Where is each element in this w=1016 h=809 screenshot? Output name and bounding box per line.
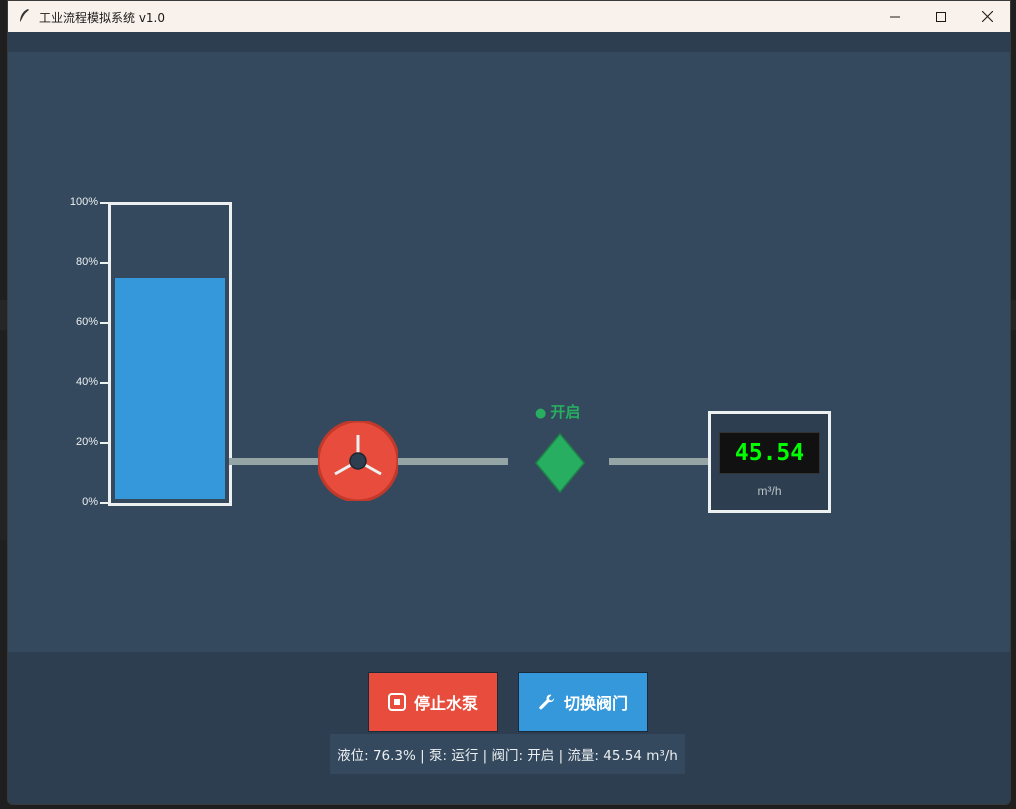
process-canvas: 100% 80% 60% 40% 20% 0% ●开启 (8, 52, 1010, 652)
valve-status-label: ●开启 (535, 401, 580, 422)
tank-tick (100, 202, 108, 204)
tank-level-fill (115, 277, 225, 499)
flow-meter: 45.54 m³/h (708, 411, 831, 513)
water-tank (108, 202, 232, 506)
maximize-icon (936, 11, 946, 22)
tank-tick (100, 442, 108, 444)
close-icon (981, 11, 993, 22)
control-panel: 停止水泵 切换阀门 液位: 76.3% | 泵: 运行 | 阀门: 开启 | 流… (8, 652, 1010, 804)
tank-tick (100, 262, 108, 264)
stop-pump-button[interactable]: 停止水泵 (368, 672, 498, 732)
tank-scale-label: 60% (75, 316, 98, 328)
tank-scale-label: 40% (75, 376, 98, 388)
tank-scale-label: 80% (75, 256, 98, 268)
tank-scale-label: 0% (82, 496, 98, 508)
flow-meter-unit: m³/h (757, 484, 782, 498)
pipe-tank-to-pump (229, 458, 324, 465)
tank-tick (100, 502, 108, 504)
flow-meter-display: 45.54 (719, 432, 820, 474)
status-bar: 液位: 76.3% | 泵: 运行 | 阀门: 开启 | 流量: 45.54 m… (330, 734, 685, 774)
pipe-valve-to-meter (609, 458, 709, 465)
tank-scale-label: 20% (75, 436, 98, 448)
tank-tick (100, 382, 108, 384)
feather-icon (19, 9, 29, 24)
wrench-icon (539, 694, 555, 710)
valve-diamond-icon[interactable] (535, 433, 585, 493)
app-window: 工业流程模拟系统 v1.0 100% 80% 60% 40% 20% 0% (7, 0, 1011, 805)
top-strip (8, 32, 1010, 52)
toggle-valve-button[interactable]: 切换阀门 (518, 672, 648, 732)
stop-icon (387, 693, 406, 711)
title-bar[interactable]: 工业流程模拟系统 v1.0 (8, 1, 1010, 32)
valve-status-text: 开启 (550, 403, 581, 421)
pipe-pump-to-valve (398, 458, 508, 465)
close-button[interactable] (964, 1, 1010, 32)
pump-impeller-icon[interactable] (318, 421, 398, 501)
minimize-button[interactable] (872, 1, 918, 32)
minimize-icon (890, 16, 900, 17)
tank-tick (100, 322, 108, 324)
window-title: 工业流程模拟系统 v1.0 (39, 11, 166, 25)
status-dot-icon: ● (535, 406, 547, 421)
stop-pump-label: 停止水泵 (413, 694, 478, 713)
toggle-valve-label: 切换阀门 (563, 694, 628, 713)
maximize-button[interactable] (918, 1, 964, 32)
tank-scale-label: 100% (69, 196, 98, 208)
